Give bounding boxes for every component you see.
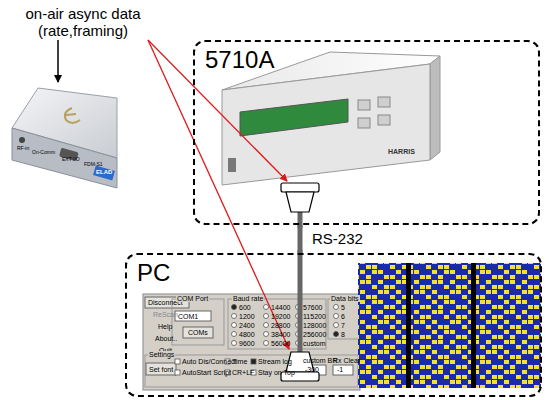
rf-connector xyxy=(19,137,25,143)
ui-label: On-Comm xyxy=(32,150,55,155)
ui-label: ReScan xyxy=(153,311,178,318)
ui-label: 128000 xyxy=(303,322,326,329)
db9-port xyxy=(59,148,79,162)
ui-label: COMs xyxy=(188,329,208,336)
receiver-logo xyxy=(65,108,80,123)
data-grid xyxy=(358,263,541,388)
ui-label: Set font xyxy=(149,366,173,373)
checkboxes xyxy=(175,359,256,375)
grid-separator xyxy=(406,263,411,388)
ui-label: 9600 xyxy=(239,340,255,347)
ui-label: 2400 xyxy=(239,322,255,329)
ui-label: 256000 xyxy=(303,331,326,338)
ui-label: Stream log xyxy=(258,358,292,365)
ui-label: 5 xyxy=(341,304,345,311)
ui-label: Help xyxy=(158,323,172,330)
grid-block xyxy=(476,263,541,388)
db9-connector xyxy=(281,183,319,212)
db9-connector xyxy=(281,352,319,381)
annotation-text: on-air async data (rate,framing) xyxy=(8,5,158,40)
ui-label: HARRIS xyxy=(388,148,415,155)
group-box xyxy=(145,355,358,387)
ui-label: About.. xyxy=(155,335,177,342)
rs232-cable xyxy=(298,225,303,253)
ui-label: RF-in xyxy=(17,146,29,151)
modem-button xyxy=(378,115,390,125)
pointer-arrow xyxy=(57,40,59,82)
grid-background xyxy=(358,263,541,388)
dashed-group-box: 5710A xyxy=(193,40,540,225)
ui-label: 56000 xyxy=(271,340,290,347)
ui-label: 14400 xyxy=(271,304,290,311)
group-title: 5710A xyxy=(205,48,274,72)
ui-label: Time xyxy=(232,358,247,365)
button xyxy=(183,327,213,338)
ui-label: custom BR xyxy=(303,357,337,364)
ui-label: Settings xyxy=(148,351,175,358)
pointer-line xyxy=(148,40,289,349)
ui-label: 28800 xyxy=(271,322,290,329)
modem-button xyxy=(378,97,390,107)
ui-label: Stay on Top xyxy=(258,369,295,376)
group-box xyxy=(328,299,360,339)
ui-label: AutoStart Script xyxy=(182,369,231,376)
ui-label: Data bits xyxy=(330,295,360,302)
ui-label: 8 xyxy=(341,331,345,338)
ui-label: FDM-S1 xyxy=(84,162,103,167)
ui-label: CR+LF xyxy=(232,369,254,376)
modem-front xyxy=(222,64,430,185)
ui-label: COM Port xyxy=(176,295,209,302)
ui-label: COM1 xyxy=(178,313,198,320)
ui-label: 7 xyxy=(341,322,345,329)
cable xyxy=(298,250,303,354)
group-title: PC xyxy=(137,261,170,285)
window-panel xyxy=(143,294,360,390)
lcd-display xyxy=(240,99,348,136)
edge-label: RS-232 xyxy=(312,231,363,246)
grid-separator xyxy=(471,263,476,388)
group-box xyxy=(228,299,326,349)
ui-label: EXT I/O xyxy=(62,157,80,162)
ui-label: 4800 xyxy=(239,331,255,338)
ui-label: Baud rate xyxy=(232,295,264,302)
ui-label: 115200 xyxy=(303,313,326,320)
ui-label: custom xyxy=(303,340,326,347)
pointer-line xyxy=(148,40,287,181)
power-switch xyxy=(228,158,236,172)
modem-side xyxy=(430,56,440,160)
ui-label: -300 xyxy=(305,366,319,373)
ui-label: 19200 xyxy=(271,313,290,320)
elad-tag xyxy=(93,165,115,180)
ui-label: 600 xyxy=(239,304,251,311)
elad-receiver xyxy=(12,88,117,188)
receiver-front xyxy=(12,128,117,188)
modem-button xyxy=(358,118,370,128)
terminal-window xyxy=(143,294,360,390)
spin-field xyxy=(333,365,353,375)
ui-label: ELAD xyxy=(96,169,112,175)
ui-label: 1200 xyxy=(239,313,255,320)
modem-button xyxy=(358,100,370,110)
ui-label: 57600 xyxy=(303,304,322,311)
ui-label: Auto Dis/Connect xyxy=(182,358,236,365)
ui-label: Rx Clear xyxy=(333,357,360,364)
ui-label: 38400 xyxy=(271,331,290,338)
combo-box xyxy=(175,311,211,321)
grid-block xyxy=(358,263,406,388)
grid-block xyxy=(411,263,471,388)
button xyxy=(146,363,176,375)
ui-label: 6 xyxy=(341,313,345,320)
ui-label: -1 xyxy=(337,366,343,373)
